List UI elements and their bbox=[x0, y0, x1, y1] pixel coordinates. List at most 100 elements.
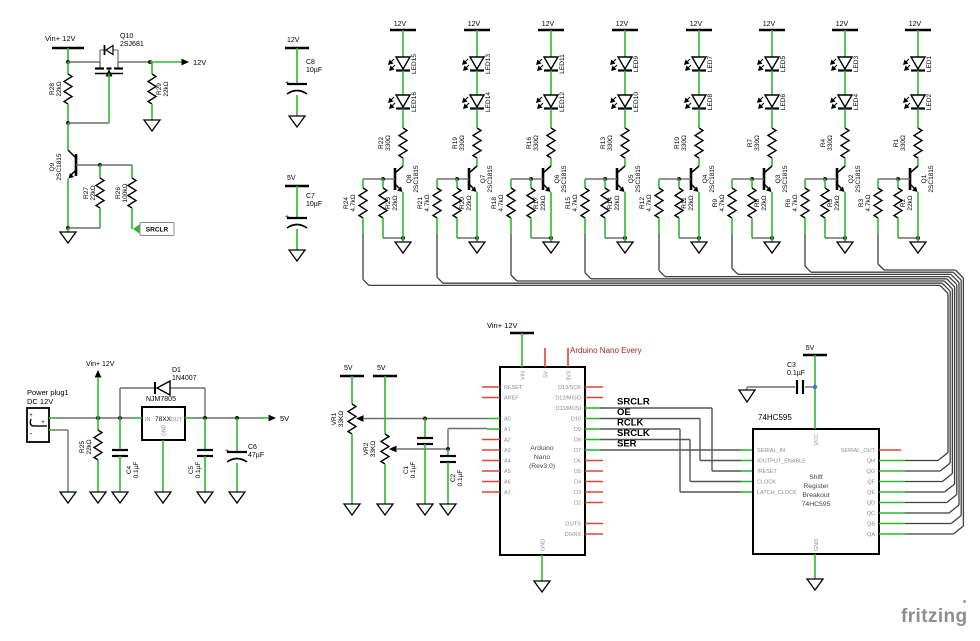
net-label: 5V bbox=[280, 414, 289, 423]
resistor-R23[interactable] bbox=[377, 187, 389, 219]
resistor-R13[interactable] bbox=[619, 127, 631, 159]
regulator-box[interactable] bbox=[141, 406, 186, 441]
bus-wire bbox=[948, 504, 960, 514]
arrowhead bbox=[611, 103, 617, 109]
power-jack-icon[interactable] bbox=[26, 407, 50, 443]
led-icon[interactable] bbox=[394, 94, 412, 109]
resistor-R17[interactable] bbox=[525, 187, 537, 219]
arrowhead bbox=[537, 65, 543, 71]
resistor-R27[interactable] bbox=[94, 177, 106, 209]
shift-register-box[interactable] bbox=[752, 428, 880, 555]
part-value: 33KΩ bbox=[338, 411, 345, 428]
led-icon[interactable] bbox=[763, 94, 781, 109]
bus-wire bbox=[944, 483, 956, 493]
resistor-R28[interactable] bbox=[62, 73, 74, 105]
led-icon[interactable] bbox=[836, 56, 854, 71]
led-icon[interactable] bbox=[836, 94, 854, 109]
resistor-R4[interactable] bbox=[839, 127, 851, 159]
resistor-R3[interactable] bbox=[872, 187, 884, 219]
net-flag-box[interactable] bbox=[139, 222, 175, 236]
led-icon[interactable] bbox=[690, 56, 708, 71]
resistor-R24[interactable] bbox=[357, 187, 369, 219]
led-icon[interactable] bbox=[542, 56, 560, 71]
arrowhead bbox=[684, 97, 690, 103]
resistor-R8[interactable] bbox=[746, 187, 758, 219]
resistor-R21[interactable] bbox=[431, 187, 443, 219]
pin-label: D7 bbox=[574, 448, 581, 454]
resistor-R12[interactable] bbox=[653, 187, 665, 219]
resistor-R26[interactable] bbox=[126, 177, 138, 209]
resistor-R5[interactable] bbox=[819, 187, 831, 219]
transistor-icon bbox=[394, 165, 404, 174]
pot-VR2[interactable] bbox=[379, 433, 391, 465]
pot-VR1[interactable] bbox=[346, 403, 358, 435]
led-icon[interactable] bbox=[909, 94, 927, 109]
resistor-R19[interactable] bbox=[471, 127, 483, 159]
part-value: 22kΩ bbox=[907, 195, 914, 210]
resistor-R9[interactable] bbox=[726, 187, 738, 219]
resistor-R2[interactable] bbox=[892, 187, 904, 219]
led-icon[interactable] bbox=[616, 56, 634, 71]
resistor-R29[interactable] bbox=[146, 73, 158, 105]
led-icon[interactable] bbox=[468, 94, 486, 109]
diode-icon[interactable] bbox=[155, 379, 171, 397]
arrowhead bbox=[830, 59, 836, 65]
resistor-R15[interactable] bbox=[579, 187, 591, 219]
led-icon[interactable] bbox=[616, 94, 634, 109]
part-value: 2SC1815 bbox=[635, 165, 642, 192]
resistor-R25[interactable] bbox=[92, 429, 104, 461]
arrowhead bbox=[356, 415, 364, 422]
resistor-R1[interactable] bbox=[912, 127, 924, 159]
pin-label: A6 bbox=[504, 480, 511, 486]
shift-register-section[interactable]: 74HC595ShiftRegisterBreakout74HC5955VC30… bbox=[737, 345, 905, 592]
part-ref: R7 bbox=[747, 138, 754, 147]
rail-label: 12V bbox=[394, 21, 407, 28]
plus-sign: + bbox=[41, 420, 45, 426]
led-label: LED5 bbox=[780, 55, 787, 72]
led-icon[interactable] bbox=[909, 56, 927, 71]
resistor-R10[interactable] bbox=[693, 127, 705, 159]
ground-icon bbox=[762, 241, 782, 255]
arrowhead bbox=[388, 97, 394, 103]
pin-label: QC bbox=[867, 511, 875, 517]
part-ref: Q8 bbox=[406, 174, 413, 183]
resistor-R7[interactable] bbox=[766, 127, 778, 159]
part-value: 22kΩ bbox=[540, 195, 547, 210]
led-icon[interactable] bbox=[542, 94, 560, 109]
resistor-R14[interactable] bbox=[599, 187, 611, 219]
led-icon[interactable] bbox=[763, 56, 781, 71]
resistor-R6[interactable] bbox=[799, 187, 811, 219]
led-icon[interactable] bbox=[690, 94, 708, 109]
part-value: 4.7kΩ bbox=[646, 194, 653, 211]
led-icon[interactable] bbox=[468, 56, 486, 71]
resistor-R16[interactable] bbox=[545, 127, 557, 159]
part-ref: R18 bbox=[491, 197, 498, 209]
transistor-icon bbox=[616, 165, 626, 174]
pin-label: /OUTPUT_ENABLE bbox=[757, 459, 806, 465]
pin-label: IN bbox=[145, 417, 151, 423]
resistor-R22[interactable] bbox=[397, 127, 409, 159]
net-label: 12V bbox=[193, 58, 206, 67]
part-value: 330Ω bbox=[900, 135, 907, 151]
transistor-icon bbox=[763, 165, 773, 174]
resistor-R20[interactable] bbox=[451, 187, 463, 219]
pin-label: A3 bbox=[504, 448, 511, 454]
part-ref: R26 bbox=[115, 187, 122, 199]
led-icon[interactable] bbox=[394, 56, 412, 71]
resistor-R18[interactable] bbox=[505, 187, 517, 219]
resistor-R11[interactable] bbox=[673, 187, 685, 219]
arduino-box[interactable] bbox=[499, 366, 586, 556]
